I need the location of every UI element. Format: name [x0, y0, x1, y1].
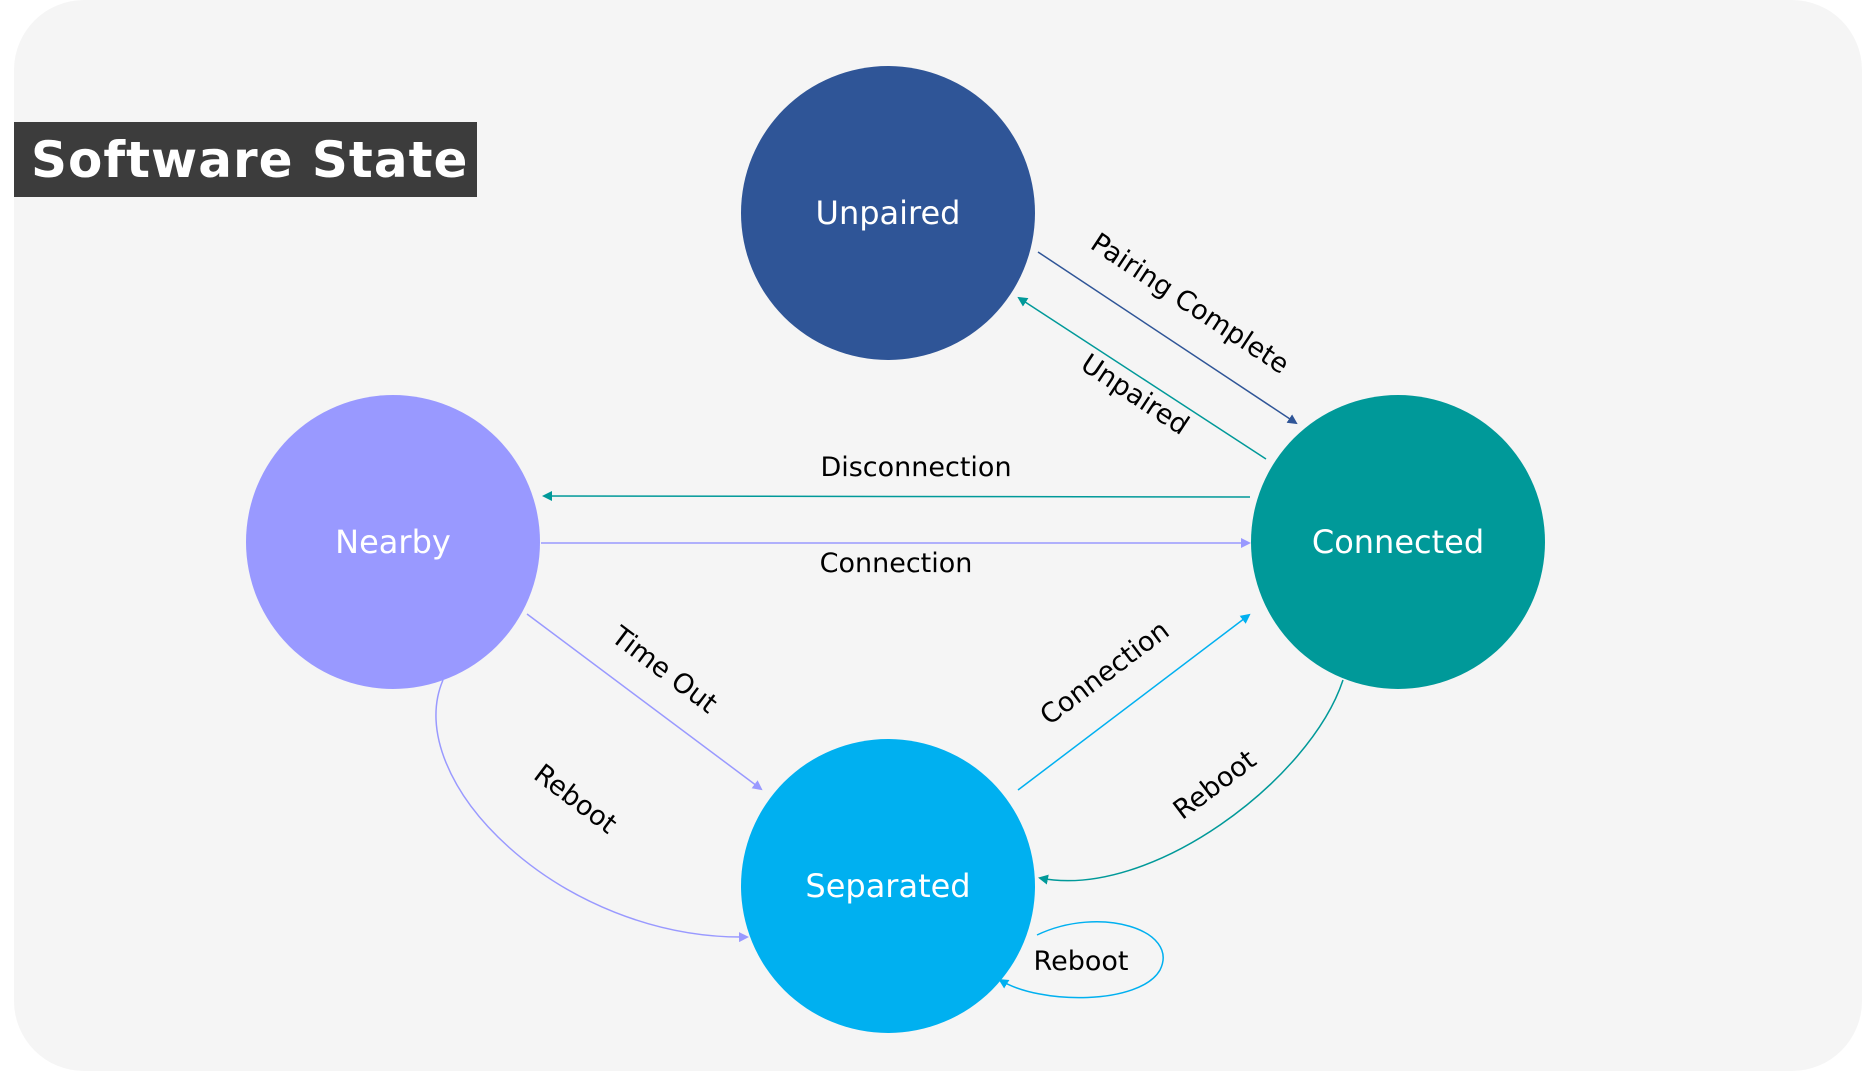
label-time-out: Time Out	[605, 620, 723, 720]
state-connected-circle	[1251, 395, 1545, 689]
title-banner: Software State	[14, 122, 477, 197]
state-unpaired-circle	[741, 66, 1035, 360]
state-nearby-circle	[246, 395, 540, 689]
edge-disconnection	[542, 491, 1251, 502]
edge-reboot-nearby	[435, 679, 749, 943]
label-reboot-self: Reboot	[1034, 946, 1129, 977]
edge-reboot-connected	[1038, 679, 1344, 885]
label-reboot-connected: Reboot	[1168, 744, 1262, 826]
edge-time-out	[526, 613, 763, 791]
state-nearby: Nearby	[246, 395, 540, 689]
state-connected-label: Connected	[1312, 523, 1484, 561]
state-separated-circle	[741, 739, 1035, 1033]
edge-pairing-complete	[1037, 251, 1298, 425]
label-connection-separated: Connection	[1035, 615, 1176, 732]
edge-reboot-self	[998, 921, 1164, 999]
label-reboot-nearby: Reboot	[528, 758, 622, 840]
state-unpaired: Unpaired	[741, 66, 1035, 360]
edge-unpaired	[1017, 296, 1267, 460]
label-unpaired: Unpaired	[1075, 348, 1194, 441]
state-separated-label: Separated	[805, 867, 970, 905]
state-connected: Connected	[1251, 395, 1545, 689]
label-disconnection: Disconnection	[820, 452, 1011, 483]
label-connection-nearby: Connection	[820, 548, 973, 579]
state-separated: Separated	[741, 739, 1035, 1033]
page-title: Software State	[31, 130, 469, 189]
state-unpaired-label: Unpaired	[816, 194, 961, 232]
state-nearby-label: Nearby	[335, 523, 451, 561]
edge-connection-separated	[1017, 613, 1251, 791]
